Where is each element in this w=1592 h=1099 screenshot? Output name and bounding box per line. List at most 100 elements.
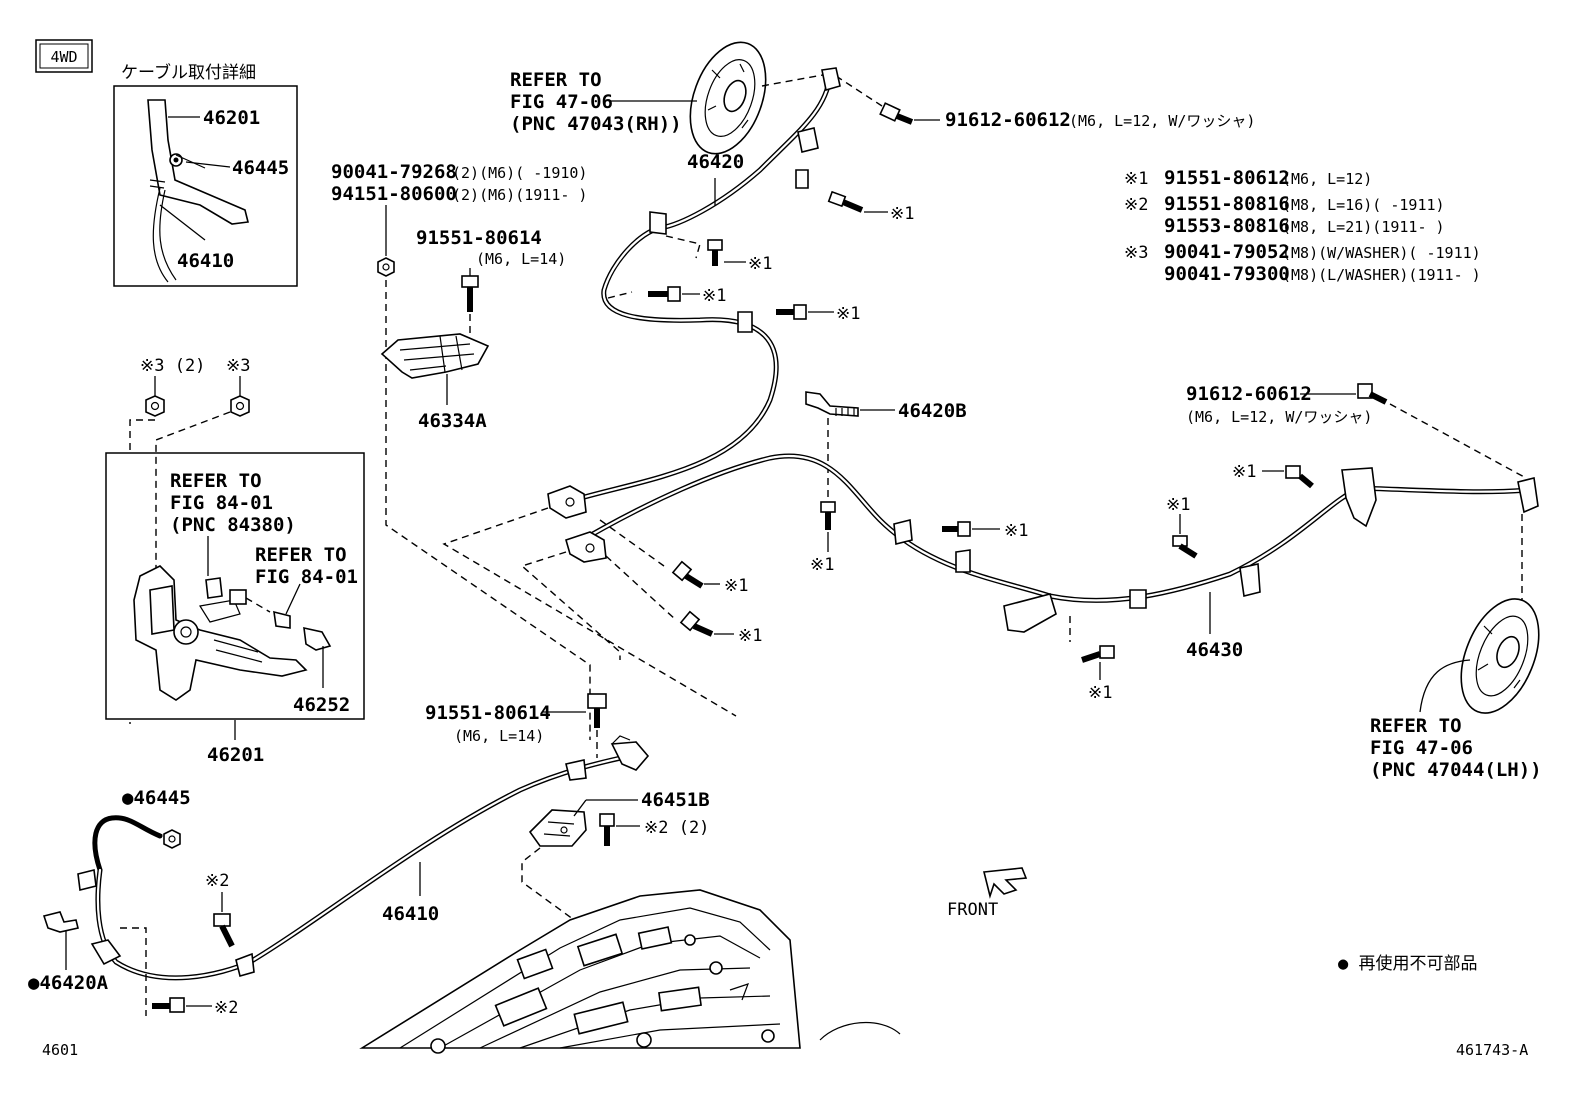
nut-a-part: 90041-79268 [331,161,457,183]
clip-46420B [805,391,859,417]
cable-46430 [565,453,1539,633]
bolt-top-spec: (M6, L=12, W/ワッシャ) [1069,112,1255,130]
refer-rh-l3: (PNC 47043(RH)) [510,113,682,135]
bolt-91612-top-icon [879,102,914,125]
x1-label-d: ※1 [836,304,860,324]
note3-part-b: 90041-79300 [1164,263,1290,285]
label-46445: ●46445 [122,787,191,809]
detail-title: ケーブル取付詳細 [121,62,256,83]
x1-label-h: ※1 [1232,462,1256,482]
x1-label-b: ※1 [748,254,772,274]
refer-84380-l2: FIG 84-01 [170,492,273,514]
bolt-low-spec: (M6, L=14) [454,727,544,745]
refer-lh-l3: (PNC 47044(LH)) [1370,759,1542,781]
detail-label-46410: 46410 [177,250,234,272]
x1-label-c: ※1 [702,286,726,306]
nut-x3-b-icon [230,395,250,417]
bracket-46451B [528,809,587,847]
notes-block: ※1 91551-80612 (M6, L=12) ※2 91551-80816… [1124,167,1481,285]
refer-84-l2: FIG 84-01 [255,566,358,588]
bracket-46334A [380,333,490,379]
note2-spec-b: (M8, L=21)(1911- ) [1282,218,1445,236]
badge-label: 4WD [50,48,77,66]
bolt-x2-c-icon [599,813,615,846]
bolt-x1-g-icon [1172,535,1198,559]
nut-b-part: 94151-80600 [331,183,457,205]
label-46430: 46430 [1186,639,1243,661]
illustration-id: 461743-A [1456,1041,1528,1059]
x1-label-i: ※1 [1088,683,1112,703]
label-46420A: ●46420A [28,972,109,994]
bolt-mid-icon [461,275,479,312]
bolt-x1-h-icon [1285,465,1314,489]
detail-label-46201: 46201 [203,107,260,129]
front-arrow-icon [983,867,1028,899]
note1-mark: ※1 [1124,169,1148,189]
label-46420B: 46420B [898,400,967,422]
note3-spec-a: (M8)(W/WASHER)( -1911) [1282,244,1481,262]
bolt-top-part: 91612-60612 [945,109,1071,131]
label-46252: 46252 [293,694,350,716]
bolt-x1-d-icon [776,304,807,320]
cable-46420 [547,67,841,519]
x1-label-g: ※1 [1166,495,1190,515]
bolt-mid-part: 91551-80614 [416,227,542,249]
x1-label-f: ※1 [1004,521,1028,541]
bolt-x1-i-icon [1081,645,1115,663]
note2-part-b: 91553-80816 [1164,215,1290,237]
note3-spec-b: (M8)(L/WASHER)(1911- ) [1282,266,1481,284]
badge-4wd: 4WD [35,39,93,73]
note1-spec: (M6, L=12) [1282,170,1372,188]
label-46451B: 46451B [641,789,710,811]
bolt-x1-b-icon [707,239,723,266]
note3-label: ※3 [226,356,250,376]
clip-46420A [42,911,79,933]
nut-a-spec: (2)(M6)( -1910) [452,164,587,182]
note3-2-label: ※3 (2) [140,356,205,376]
cable-detail-inset: 46201 46445 46410 [113,85,298,287]
front-label: FRONT [947,900,998,920]
nut-46445-icon [163,829,181,849]
refer-lh-l2: FIG 47-06 [1370,737,1473,759]
label-46410: 46410 [382,903,439,925]
bolt-x2-b-icon [152,997,185,1013]
refer-rh-l1: REFER TO [510,69,602,91]
note3-mark: ※3 [1124,243,1148,263]
cable-46410 [77,735,650,981]
bolt-x1-e-icon [820,501,836,530]
x1-label-e: ※1 [810,555,834,575]
nut-icon [377,257,395,277]
bolt-right-part: 91612-60612 [1186,383,1312,405]
bolt-x1-a-icon [827,190,864,213]
bolt-x1-k-icon [679,610,714,637]
label-46334A: 46334A [418,410,487,432]
non-reusable-legend: ● 再使用不可部品 [1338,953,1477,974]
x1-label-j: ※1 [724,576,748,596]
bolt-low-icon [587,693,607,728]
bolt-x1-f-icon [942,521,971,537]
detail-label-46445: 46445 [232,157,289,179]
refer-rh-l2: FIG 47-06 [510,91,613,113]
refer-84380-l3: (PNC 84380) [170,514,296,536]
note3-part-a: 90041-79052 [1164,241,1290,263]
nut-x3-a-icon [145,395,165,417]
refer-lh-l1: REFER TO [1370,715,1462,737]
x2-label-a: ※2 [205,871,229,891]
lh-backing-plate [1460,598,1540,714]
bolt-91612-right-icon [1357,383,1388,405]
note2-spec-a: (M8, L=16)( -1911) [1282,196,1445,214]
bolt-right-spec: (M6, L=12, W/ワッシャ) [1186,408,1372,426]
x2-2-label: ※2 (2) [644,818,709,838]
note1-part: 91551-80612 [1164,167,1290,189]
bolt-x1-j-icon [671,560,704,589]
pedal-assembly-box: REFER TO FIG 84-01 (PNC 84380) REFER TO … [105,452,365,720]
bolt-x2-a-icon [213,913,235,948]
nut-b-spec: (2)(M6)(1911- ) [452,186,587,204]
bolt-low-part: 91551-80614 [425,702,551,724]
bolt-x1-c-icon [648,286,681,302]
label-46201: 46201 [207,744,264,766]
figure-code: 4601 [42,1041,78,1059]
rh-backing-plate [689,41,767,155]
x1-label-k: ※1 [738,626,762,646]
